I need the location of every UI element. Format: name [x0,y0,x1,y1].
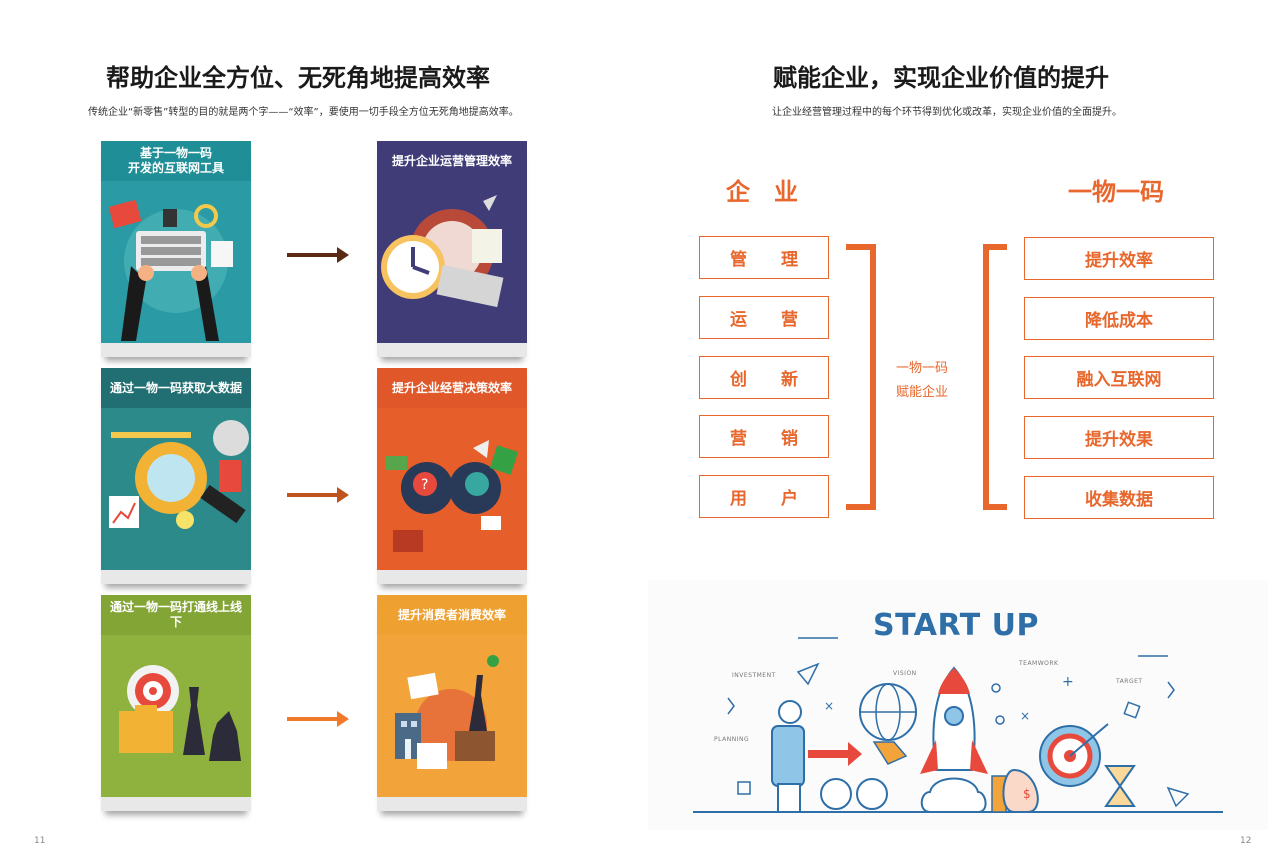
card-label: 通过一物一码打通线上线下 [101,595,251,635]
startup-title: START UP [873,608,1039,643]
left-page-subtitle: 传统企业“新零售”转型的目的就是两个字——“效率”，要使用一切手段全方位无死角地… [88,107,519,118]
city-illustration [377,635,527,811]
svg-text:×: × [824,699,834,713]
arrow-right-icon [287,711,349,727]
left-bracket-icon [983,244,1007,510]
card-big-data: 通过一物一码获取大数据 [101,368,251,584]
card-decision-efficiency: 提升企业经营决策效率 ? [377,368,527,584]
char: 销 [781,429,798,449]
benefit-item: 降低成本 [1024,297,1214,340]
char: 运 [730,310,747,330]
enterprise-item-operations: 运营 [699,296,829,339]
char: 营 [730,429,747,449]
page-number-left: 11 [34,836,46,846]
char: 理 [781,250,798,270]
card-online-offline: 通过一物一码打通线上线下 [101,595,251,811]
page-number-right: 12 [1240,836,1252,846]
enterprise-heading: 企 业 [726,178,798,206]
card-label: 提升企业运营管理效率 [377,141,527,181]
benefit-item: 融入互联网 [1024,356,1214,399]
svg-text:+: + [1062,674,1074,690]
label-vision: VISION [893,670,917,677]
one-item-one-code-heading: 一物一码 [1068,178,1164,206]
label-target: TARGET [1116,678,1143,685]
card-label: 基于一物一码开发的互联网工具 [101,141,251,181]
magnifier-illustration [101,408,251,584]
startup-illustration: START UP INVESTMENT VISION TEAMWORK TARG… [648,580,1268,830]
chess-illustration [101,635,251,811]
label-planning: PLANNING [714,736,750,743]
char: 户 [781,489,798,509]
card-operations-efficiency: 提升企业运营管理效率 [377,141,527,357]
label-investment: INVESTMENT [732,672,776,679]
enterprise-item-users: 用户 [699,475,829,518]
heads-illustration: ? [377,408,527,584]
left-page-title: 帮助企业全方位、无死角地提高效率 [106,64,490,92]
arrow-right-icon [287,487,349,503]
char: 用 [730,489,747,509]
card-label: 提升消费者消费效率 [377,595,527,635]
enterprise-item-innovation: 创新 [699,356,829,399]
right-page-title: 赋能企业，实现企业价值的提升 [773,64,1109,92]
svg-text:$: $ [1023,787,1031,801]
char: 新 [781,370,798,390]
benefit-item: 提升效果 [1024,416,1214,459]
benefit-item: 提升效率 [1024,237,1214,280]
char: 管 [730,250,747,270]
card-label: 提升企业经营决策效率 [377,368,527,408]
svg-text:×: × [1020,709,1030,723]
svg-text:?: ? [421,477,428,493]
enterprise-item-management: 管理 [699,236,829,279]
card-internet-tool: 基于一物一码开发的互联网工具 [101,141,251,357]
laptop-illustration [101,181,251,357]
arrow-right-icon [287,247,349,263]
char: 创 [730,370,747,390]
card-consumer-efficiency: 提升消费者消费效率 [377,595,527,811]
char: 营 [781,310,798,330]
startup-artwork: $ + × × [693,637,1223,813]
right-page-subtitle: 让企业经营管理过程中的每个环节得到优化或改革，实现企业价值的全面提升。 [772,107,1122,118]
clock-illustration [377,181,527,357]
enterprise-item-marketing: 营销 [699,415,829,458]
label-teamwork: TEAMWORK [1019,660,1059,667]
right-bracket-icon [846,244,876,510]
card-label: 通过一物一码获取大数据 [101,368,251,408]
center-line: 一物一码 [896,361,949,376]
center-caption: 一物一码 赋能企业 [896,357,948,405]
benefit-item: 收集数据 [1024,476,1214,519]
center-line: 赋能企业 [896,385,949,400]
